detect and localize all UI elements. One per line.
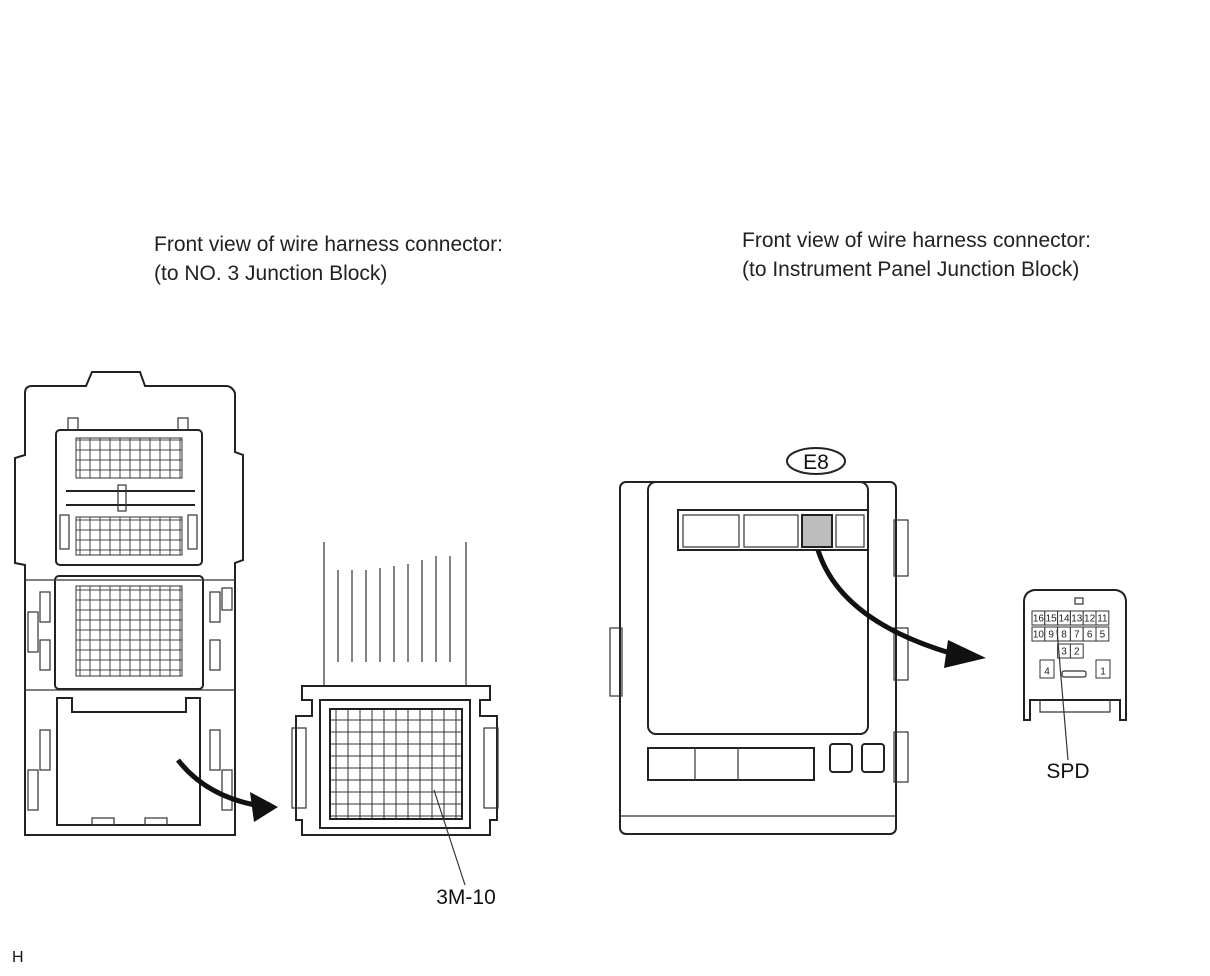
- e8-pin-2: 2: [1074, 647, 1080, 658]
- e8-pin-11: 11: [1097, 614, 1108, 625]
- e8-pin-7: 7: [1074, 630, 1080, 641]
- e8-pin-4: 4: [1044, 667, 1050, 678]
- e8-pin-3: 3: [1061, 647, 1067, 658]
- caption-left-line2: (to NO. 3 Junction Block): [154, 262, 388, 285]
- e8-pin-16: 16: [1033, 614, 1045, 625]
- junction-block-no3: [14, 371, 278, 836]
- spd-terminal-label: SPD: [1046, 760, 1089, 783]
- caption-left: Front view of wire harness connector: (t…: [154, 230, 503, 288]
- caption-right: Front view of wire harness connector: (t…: [742, 226, 1091, 284]
- e8-pin-4-cell: [1039, 659, 1055, 679]
- e8-pin-15: 15: [1046, 614, 1058, 625]
- e8-cavity-highlight: [801, 514, 833, 548]
- e8-pin-5: 5: [1100, 630, 1106, 641]
- figure-mark: H: [12, 949, 24, 966]
- instrument-panel-junction-block: E8: [609, 447, 986, 835]
- arrow-to-3m-icon: [250, 792, 278, 822]
- caption-right-line1: Front view of wire harness connector:: [742, 229, 1091, 252]
- e8-pin-12: 12: [1084, 614, 1096, 625]
- e8-pin-13: 13: [1071, 614, 1083, 625]
- connector-3m: 3M-10: [291, 542, 499, 909]
- lower-empty-cavity: [27, 697, 233, 826]
- e8-pin-9: 9: [1048, 630, 1054, 641]
- e8-pin-6: 6: [1087, 630, 1093, 641]
- e8-pin-14: 14: [1058, 614, 1070, 625]
- e8-pin-8: 8: [1061, 630, 1067, 641]
- e8-pin-1: 1: [1100, 667, 1106, 678]
- e8-pin-5-cell: [1095, 626, 1110, 642]
- caption-right-line2: (to Instrument Panel Junction Block): [742, 258, 1080, 281]
- e8-pin-1-cell: [1095, 659, 1111, 679]
- e8-pin-11-cell: [1095, 610, 1110, 626]
- caption-left-line1: Front view of wire harness connector:: [154, 233, 503, 256]
- e8-pin-2-cell: [1069, 643, 1084, 659]
- upper-cavity-block: [55, 417, 203, 566]
- middle-cavity-block: [25, 575, 235, 691]
- connector-3m-label: 3M-10: [436, 886, 496, 909]
- e8-pin-10: 10: [1033, 630, 1045, 641]
- arrow-to-e8-icon: [944, 640, 986, 668]
- connector-e8-label: E8: [803, 451, 829, 474]
